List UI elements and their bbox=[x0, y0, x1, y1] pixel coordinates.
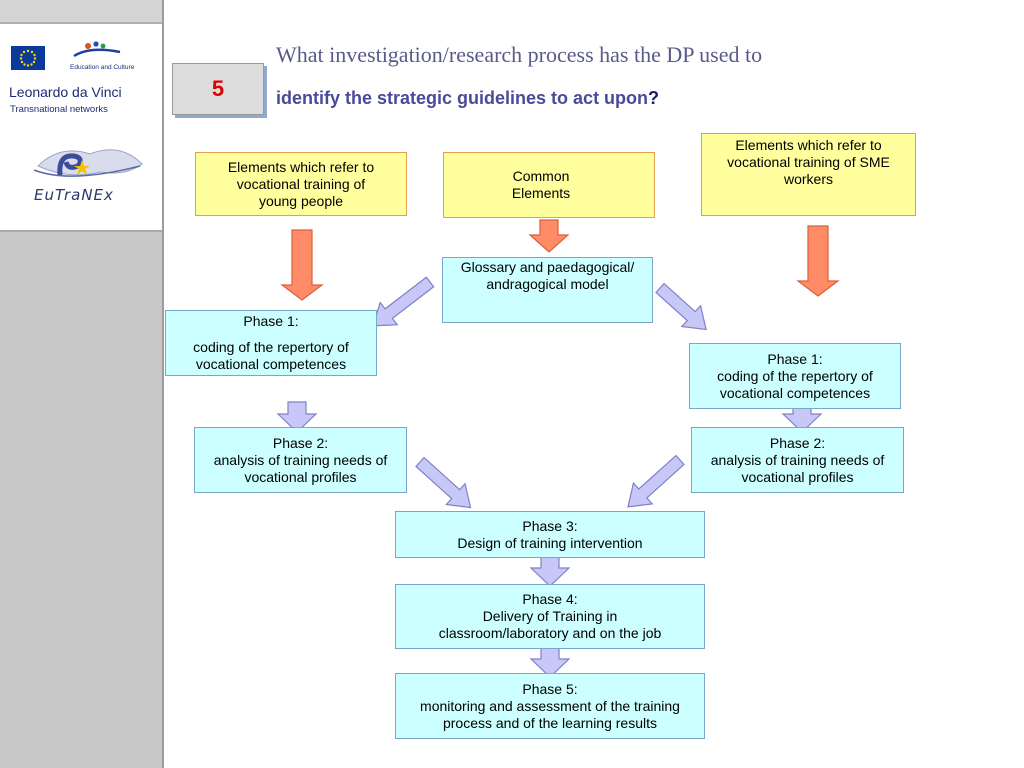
arrow-right-header-down bbox=[796, 225, 840, 297]
arrow-left-phase1-to-phase2 bbox=[276, 401, 318, 433]
phase4-line: classroom/laboratory and on the job bbox=[438, 625, 662, 641]
slide-title-line-2: identify the strategic guidelines to act… bbox=[276, 88, 659, 109]
right-phase1-box: Phase 1: coding of the repertory of voca… bbox=[689, 343, 901, 409]
right-phase2-line: analysis of training needs of bbox=[710, 451, 885, 468]
arrow-common-down bbox=[528, 219, 570, 253]
glossary-line: Glossary and paedagogical/ bbox=[460, 259, 635, 275]
glossary-line: andragogical model bbox=[486, 276, 609, 292]
education-culture-logo-icon bbox=[70, 40, 124, 62]
phase3-line: Phase 3: bbox=[522, 517, 578, 534]
slide-number-badge: 5 bbox=[172, 63, 264, 115]
slide-title-question-mark: ? bbox=[648, 88, 660, 108]
program-title: Leonardo da Vinci bbox=[9, 84, 122, 100]
phase5-line: process and of the learning results bbox=[442, 714, 657, 731]
program-subtitle: Transnational networks bbox=[10, 104, 108, 115]
slide-title-line-1: What investigation/research process has … bbox=[276, 42, 763, 67]
phase5-box: Phase 5: monitoring and assessment of th… bbox=[395, 673, 705, 739]
right-phase2-box: Phase 2: analysis of training needs of v… bbox=[691, 427, 904, 493]
glossary-box: Glossary and paedagogical/ andragogical … bbox=[442, 257, 653, 323]
common-header-line: Elements bbox=[511, 185, 571, 201]
slide-title-line-2-text: identify the strategic guidelines to act… bbox=[276, 88, 649, 108]
sidebar-top-strip bbox=[0, 0, 162, 24]
left-phase1-line: coding of the repertory of bbox=[193, 339, 349, 355]
arrow-right-phase2-to-phase3 bbox=[627, 454, 685, 508]
phase3-line: Design of training intervention bbox=[457, 534, 643, 551]
eutranex-logo-icon bbox=[30, 136, 148, 198]
education-culture-label: Education and Culture bbox=[70, 64, 135, 71]
left-phase1-line: Phase 1: bbox=[243, 313, 299, 329]
arrow-phase3-to-phase4 bbox=[529, 556, 571, 587]
right-phase2-line: Phase 2: bbox=[769, 434, 826, 451]
phase5-line: Phase 5: bbox=[522, 680, 578, 697]
left-header-line: vocational training of bbox=[236, 175, 366, 192]
left-phase2-box: Phase 2: analysis of training needs of v… bbox=[194, 427, 407, 493]
phase4-box: Phase 4: Delivery of Training in classro… bbox=[395, 584, 705, 649]
left-phase2-line: Phase 2: bbox=[272, 434, 329, 451]
arrow-left-phase2-to-phase3 bbox=[415, 456, 472, 509]
arrow-phase4-to-phase5 bbox=[529, 647, 571, 678]
left-phase2-line: vocational profiles bbox=[244, 468, 357, 485]
network-name: EuTraNEx bbox=[34, 186, 114, 204]
left-phase1-box: Phase 1: coding of the repertory of voca… bbox=[165, 310, 377, 376]
logo-panel: Education and Culture Leonardo da Vinci … bbox=[0, 24, 162, 232]
right-phase1-line: Phase 1: bbox=[767, 350, 823, 367]
phase3-box: Phase 3: Design of training intervention bbox=[395, 511, 705, 558]
common-header-box: Common Elements bbox=[443, 152, 655, 218]
right-header-box: Elements which refer to vocational train… bbox=[701, 133, 916, 216]
left-phase2-line: analysis of training needs of bbox=[213, 451, 388, 468]
phase4-line: Phase 4: bbox=[522, 591, 578, 607]
sidebar: Education and Culture Leonardo da Vinci … bbox=[0, 0, 164, 768]
right-phase2-line: vocational profiles bbox=[741, 468, 854, 485]
left-header-box: Elements which refer to vocational train… bbox=[195, 152, 407, 216]
right-phase1-line: vocational competences bbox=[719, 384, 871, 401]
right-header-line: vocational training of SME bbox=[727, 154, 890, 170]
right-header-line: workers bbox=[783, 171, 833, 187]
left-header-line: Elements which refer to bbox=[227, 158, 375, 175]
phase5-line: monitoring and assessment of the trainin… bbox=[420, 697, 680, 714]
arrow-glossary-to-right-phase1 bbox=[655, 282, 707, 331]
right-phase1-line: coding of the repertory of bbox=[717, 367, 873, 384]
left-phase1-line: vocational competences bbox=[195, 356, 347, 372]
phase4-line: Delivery of Training in bbox=[482, 608, 618, 624]
left-header-line: young people bbox=[258, 192, 344, 209]
arrow-left-header-down bbox=[280, 229, 324, 301]
eu-flag-icon bbox=[11, 46, 45, 70]
right-header-line: Elements which refer to bbox=[735, 137, 882, 153]
common-header-line: Common bbox=[512, 168, 570, 184]
